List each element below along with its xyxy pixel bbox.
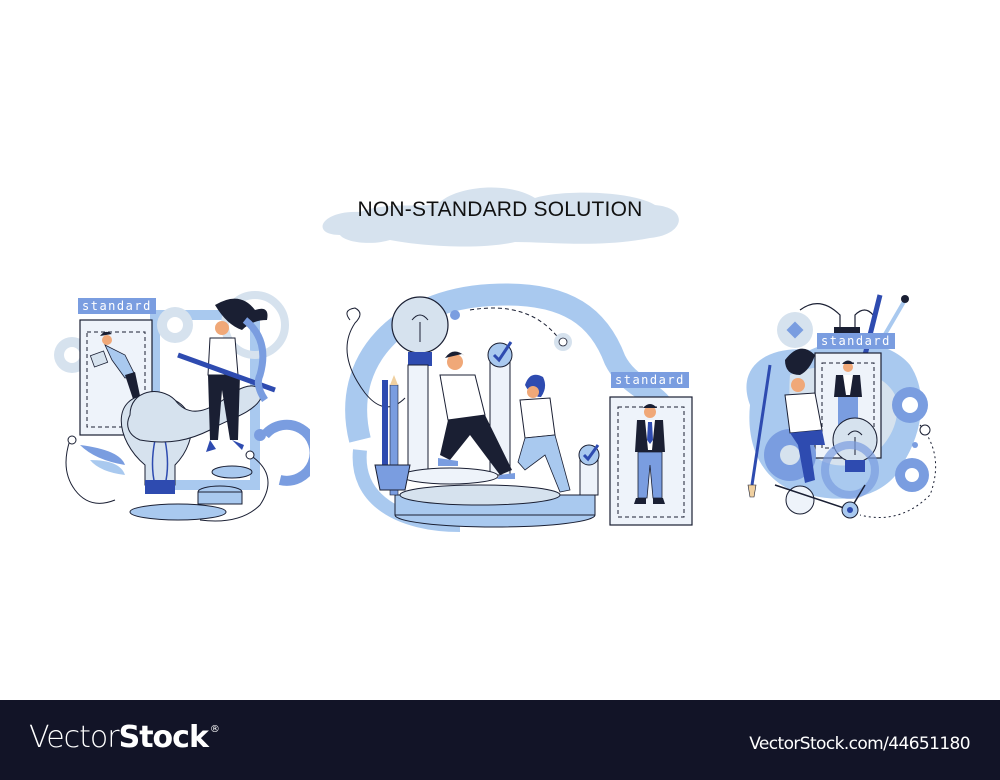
scene-right-illustration — [746, 294, 937, 519]
vectorstock-logo[interactable]: VectorStock® — [29, 720, 220, 755]
brand-bold-text: Stock — [118, 720, 209, 755]
cloud-shape-icon — [322, 187, 679, 247]
illustration-canvas: NON-STANDARD SOLUTION — [50, 180, 950, 540]
page-title: NON-STANDARD SOLUTION — [357, 198, 643, 221]
standard-label-right: standard — [817, 333, 895, 349]
registered-mark: ® — [209, 724, 220, 735]
scene-center-illustration — [345, 283, 693, 532]
standard-label-left: standard — [78, 298, 156, 314]
scene-left: standard — [50, 280, 320, 530]
standard-label-center: standard — [611, 372, 689, 388]
footer-bar: VectorStock® VectorStock.com/44651180 — [0, 700, 1000, 780]
image-id-link[interactable]: VectorStock.com/44651180 — [749, 734, 970, 754]
scene-left-illustration — [54, 291, 320, 522]
scene-right: standard — [730, 285, 950, 525]
brand-light-text: Vector — [29, 720, 120, 755]
title-block: NON-STANDARD SOLUTION — [300, 180, 700, 250]
scene-center: standard — [340, 280, 700, 540]
